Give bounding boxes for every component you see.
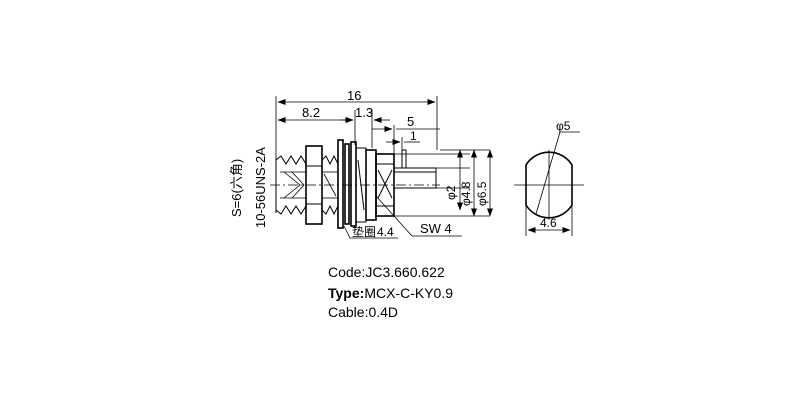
washer-size: 4.4 xyxy=(377,225,394,239)
washer-callouts: 垫圈 4.4 SW 4 xyxy=(343,195,462,239)
diameter-dims: φ2 φ4.8 φ6.5 xyxy=(394,149,493,217)
dimension-8-2: 8.2 xyxy=(277,105,356,145)
type-value: MCX-C-KY0.9 xyxy=(364,285,453,301)
dim-end-flat: 4.6 xyxy=(540,216,557,230)
dim-pin-width: 1 xyxy=(410,129,417,143)
dim-flange: 1.3 xyxy=(355,105,373,120)
connector-body xyxy=(270,139,440,229)
dimension-16: 16 xyxy=(275,88,438,160)
cable-label: Cable: xyxy=(328,304,369,320)
code-line: Code:JC3.660.622 xyxy=(328,265,445,279)
dim-dia-pin: φ2 xyxy=(444,185,458,200)
type-label: Type: xyxy=(328,285,365,301)
type-line: Type:MCX-C-KY0.9 xyxy=(328,286,453,300)
dim-dia-outer: φ6.5 xyxy=(475,181,489,206)
cable-line: Cable:0.4D xyxy=(328,305,398,319)
dim-end-dia: φ5 xyxy=(556,119,571,133)
cable-value: 0.4D xyxy=(368,304,399,320)
hex-size-label: S=6(六角) xyxy=(229,159,244,217)
washer-label: 垫圈 xyxy=(352,224,376,239)
end-view: φ5 4.6 xyxy=(514,119,584,236)
spring-washer-label: SW 4 xyxy=(420,221,452,236)
dim-pin-offset: 5 xyxy=(407,114,414,129)
dimension-1-3: 1.3 xyxy=(340,105,390,148)
dimension-1: 1 xyxy=(386,129,420,160)
dim-overall-length: 16 xyxy=(347,88,361,103)
thread-spec-label: 10-56UNS-2A xyxy=(253,147,268,228)
dim-thread-length: 8.2 xyxy=(302,105,320,120)
code-label: Code: xyxy=(328,264,366,280)
dim-dia-body: φ4.8 xyxy=(459,181,473,206)
code-value: JC3.660.622 xyxy=(365,264,445,280)
